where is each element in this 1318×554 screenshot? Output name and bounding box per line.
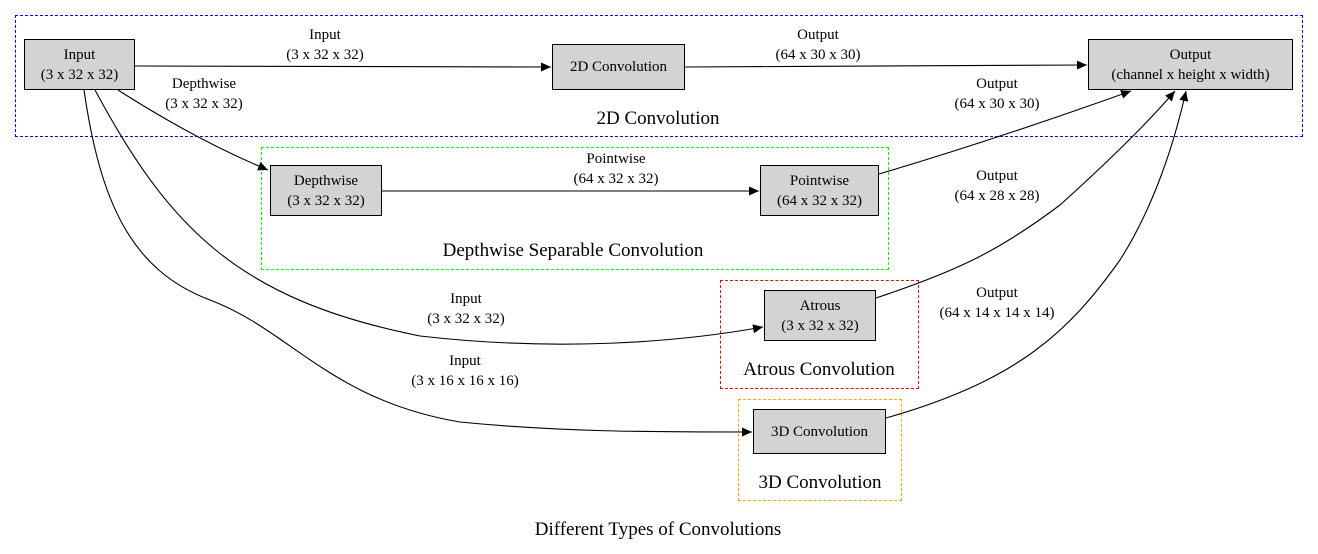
edge-conv2d-to-output <box>684 60 1088 70</box>
node-2d-convolution[interactable]: 2D Convolution <box>552 44 685 90</box>
edge-conv3d-to-output <box>885 90 1189 419</box>
edge-label-pointwise-to-output: Output(64 x 30 x 30) <box>954 76 1040 112</box>
edge-label-input-to-atrous: Input(3 x 32 x 32) <box>427 291 505 327</box>
edge-input-to-conv2d <box>134 62 552 72</box>
edge-input-to-depthwise <box>117 89 269 171</box>
edge-label-input-to-conv3d: Input(3 x 16 x 16 x 16) <box>411 353 519 389</box>
cluster-label-3d-convolution: 3D Convolution <box>758 472 882 493</box>
cluster-label-atrous-convolution: Atrous Convolution <box>743 359 895 380</box>
edge-pointwise-to-output <box>878 90 1132 175</box>
edge-label-input-to-conv2d: Input(3 x 32 x 32) <box>286 27 364 63</box>
cluster-atrous-convolution <box>720 280 919 389</box>
edge-label-depthwise-to-pointwise: Pointwise(64 x 32 x 32) <box>573 151 659 187</box>
diagram-caption: Different Types of Convolutions <box>534 519 782 540</box>
edge-label-atrous-to-output: Output(64 x 28 x 28) <box>954 168 1040 204</box>
cluster-depthwise-separable-convolution <box>261 147 889 270</box>
cluster-label-2d-convolution: 2D Convolution <box>596 108 720 129</box>
cluster-3d-convolution <box>738 399 902 501</box>
edge-input-to-conv3d <box>83 89 753 437</box>
node-depthwise[interactable]: Depthwise (3 x 32 x 32) <box>270 165 382 216</box>
edge-label-conv2d-to-output: Output(64 x 30 x 30) <box>775 27 861 63</box>
cluster-2d-convolution <box>15 15 1303 137</box>
edge-label-conv3d-to-output: Output(64 x 14 x 14 x 14) <box>939 285 1055 321</box>
node-3d-convolution[interactable]: 3D Convolution <box>753 409 886 454</box>
node-atrous[interactable]: Atrous (3 x 32 x 32) <box>764 290 876 341</box>
node-pointwise[interactable]: Pointwise (64 x 32 x 32) <box>760 165 879 216</box>
edge-atrous-to-output <box>875 90 1176 299</box>
cluster-label-depthwise-separable-convolution: Depthwise Separable Convolution <box>442 240 704 261</box>
edge-input-to-atrous <box>94 89 764 345</box>
node-output[interactable]: Output (channel x height x width) <box>1088 39 1293 90</box>
node-input[interactable]: Input (3 x 32 x 32) <box>24 39 135 90</box>
edge-label-input-to-depthwise: Depthwise(3 x 32 x 32) <box>165 76 243 112</box>
